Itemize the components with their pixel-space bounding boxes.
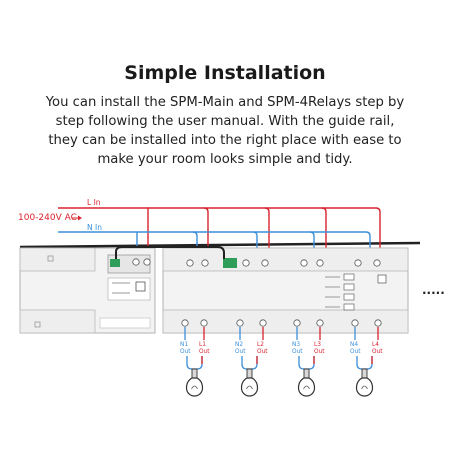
output-l-out-label: Out (257, 349, 268, 355)
output-n-out-label: Out (235, 349, 246, 355)
spm-4relays-module (162, 247, 409, 334)
output-wires (184, 327, 379, 370)
output-n-out-label: Out (350, 349, 361, 355)
output-l-label: L3 (314, 342, 321, 348)
ac-arrow-head (78, 215, 82, 221)
output-n-out-label: Out (180, 349, 191, 355)
continuation-ellipsis: ..... (422, 283, 445, 297)
spm-main-module (19, 247, 156, 334)
output-l-out-label: Out (314, 349, 325, 355)
output-labels: N1 Out L1 Out N2 Out L2 Out N3 Out L3 Ou… (180, 342, 383, 355)
neutral-in-label: N In (87, 223, 102, 232)
light-bulb-icon (240, 368, 259, 397)
output-l-out-label: Out (199, 349, 210, 355)
output-n-label: N1 (180, 342, 188, 348)
output-n-label: N3 (292, 342, 300, 348)
output-n-label: N4 (350, 342, 358, 348)
output-n-out-label: Out (292, 349, 303, 355)
output-l-label: L1 (199, 342, 206, 348)
ac-voltage-label: 100-240V AC (18, 213, 77, 223)
output-l-label: L2 (257, 342, 264, 348)
page-title: Simple Installation (124, 62, 326, 84)
light-bulb-icon (297, 368, 316, 397)
output-l-out-label: Out (372, 349, 383, 355)
light-bulb-icon (185, 368, 204, 397)
page-description: You can install the SPM-Main and SPM-4Re… (45, 95, 405, 167)
live-wire (58, 207, 381, 258)
din-rail-line (19, 241, 421, 249)
bus-cable (115, 246, 225, 259)
output-n-label: N2 (235, 342, 243, 348)
light-bulb-icon (355, 368, 374, 397)
live-in-label: L In (87, 198, 101, 207)
output-l-label: L4 (372, 342, 379, 348)
